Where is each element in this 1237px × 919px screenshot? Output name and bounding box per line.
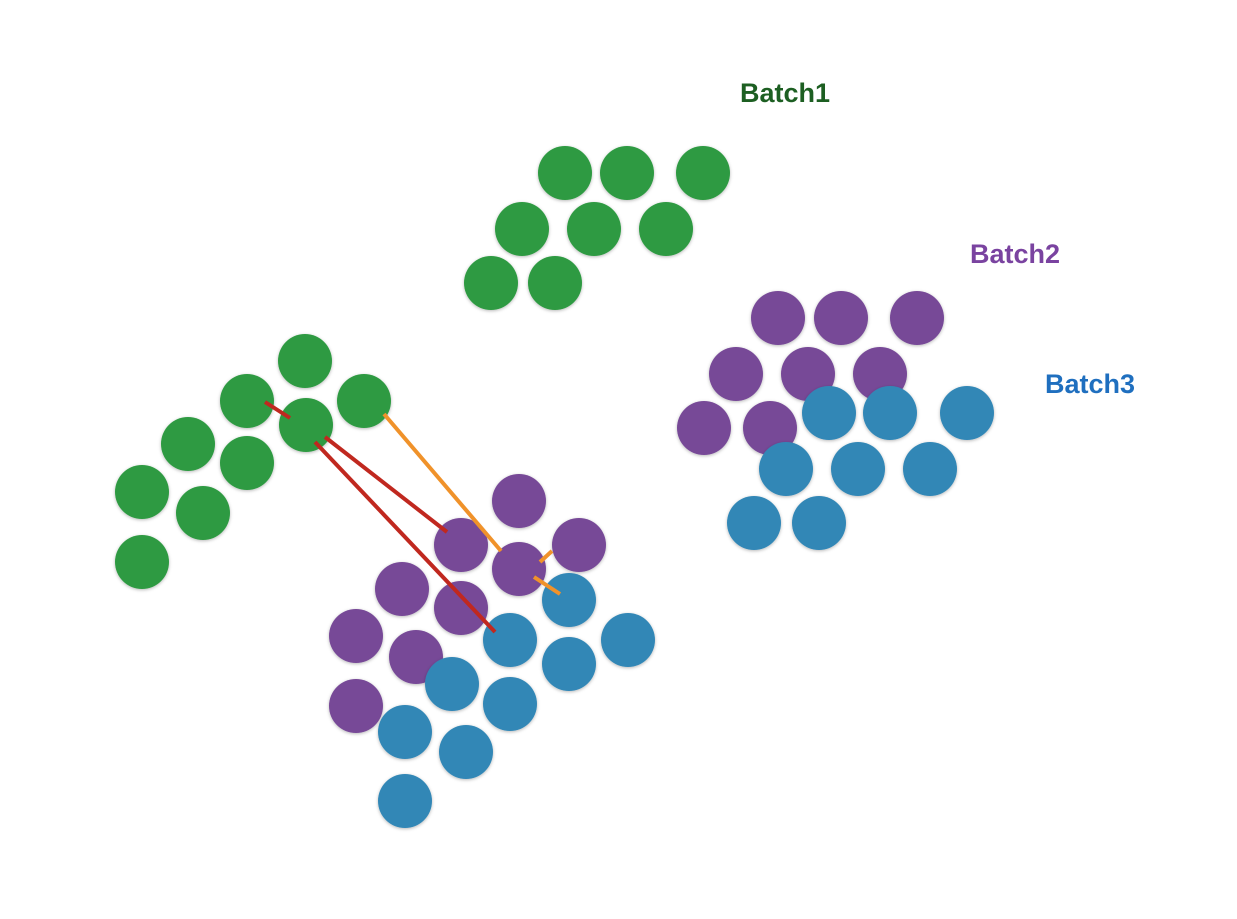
orange-link-line <box>382 412 503 553</box>
batch1-ref-dot <box>538 146 592 200</box>
batch1-shifted-dot <box>278 334 332 388</box>
batch3-shifted-dot <box>378 705 432 759</box>
batch3-shifted-dot <box>378 774 432 828</box>
batch1-ref-dot <box>639 202 693 256</box>
batch1-shifted-dot <box>115 535 169 589</box>
batch2-ref-dot <box>677 401 731 455</box>
batch1-shifted-dot <box>279 398 333 452</box>
orange-link-line <box>538 549 554 564</box>
batch2-shifted-dot <box>492 542 546 596</box>
batch2-ref-dot <box>814 291 868 345</box>
batch1-shifted-dot <box>220 374 274 428</box>
batch1-label: Batch1 <box>740 78 831 108</box>
batch1-ref-dot <box>495 202 549 256</box>
batch2-ref-dot <box>743 401 797 455</box>
batch2-shifted-dot <box>434 581 488 635</box>
batch1-shifted-dot <box>115 465 169 519</box>
batch3-ref-dot <box>831 442 885 496</box>
batch3-shifted-dot <box>483 613 537 667</box>
batch2-shifted-dot <box>329 609 383 663</box>
batch3-shifted-dot <box>483 677 537 731</box>
batch3-ref-dot <box>792 496 846 550</box>
batch1-ref-dot <box>567 202 621 256</box>
batch2-ref-dot <box>890 291 944 345</box>
batch1-ref-dot <box>600 146 654 200</box>
batch3-shifted-dot <box>542 573 596 627</box>
batch2-shifted-dot <box>552 518 606 572</box>
batch1-shifted-dot <box>176 486 230 540</box>
red-link-line <box>263 400 292 420</box>
batch3-shifted-dot <box>439 725 493 779</box>
batch3-shifted-dot <box>601 613 655 667</box>
batch2-shifted-dot <box>434 518 488 572</box>
batch3-shifted-dot <box>425 657 479 711</box>
batch3-ref-dot <box>903 442 957 496</box>
batch3-ref-dot <box>727 496 781 550</box>
batch3-ref-dot <box>802 386 856 440</box>
batch1-ref-dot <box>464 256 518 310</box>
batch1-shifted-dot <box>161 417 215 471</box>
batch1-ref-dot <box>676 146 730 200</box>
batch2-shifted-dot <box>329 679 383 733</box>
batch2-ref-dot <box>751 291 805 345</box>
batch2-ref-dot <box>709 347 763 401</box>
links-layer <box>263 400 562 634</box>
batch3-ref-dot <box>759 442 813 496</box>
batch2-label: Batch2 <box>970 239 1061 269</box>
batch2-shifted-dot <box>492 474 546 528</box>
batch3-shifted-dot <box>542 637 596 691</box>
red-link-line <box>313 440 497 634</box>
batch3-ref-dot <box>863 386 917 440</box>
batch3-ref-dot <box>940 386 994 440</box>
batch1-shifted-dot <box>220 436 274 490</box>
orange-link-line <box>532 575 562 596</box>
red-link-line <box>323 435 449 534</box>
batch2-shifted-dot <box>375 562 429 616</box>
dots-layer <box>115 146 994 828</box>
batch1-shifted-dot <box>337 374 391 428</box>
batch1-ref-dot <box>528 256 582 310</box>
batch3-label: Batch3 <box>1045 369 1136 399</box>
